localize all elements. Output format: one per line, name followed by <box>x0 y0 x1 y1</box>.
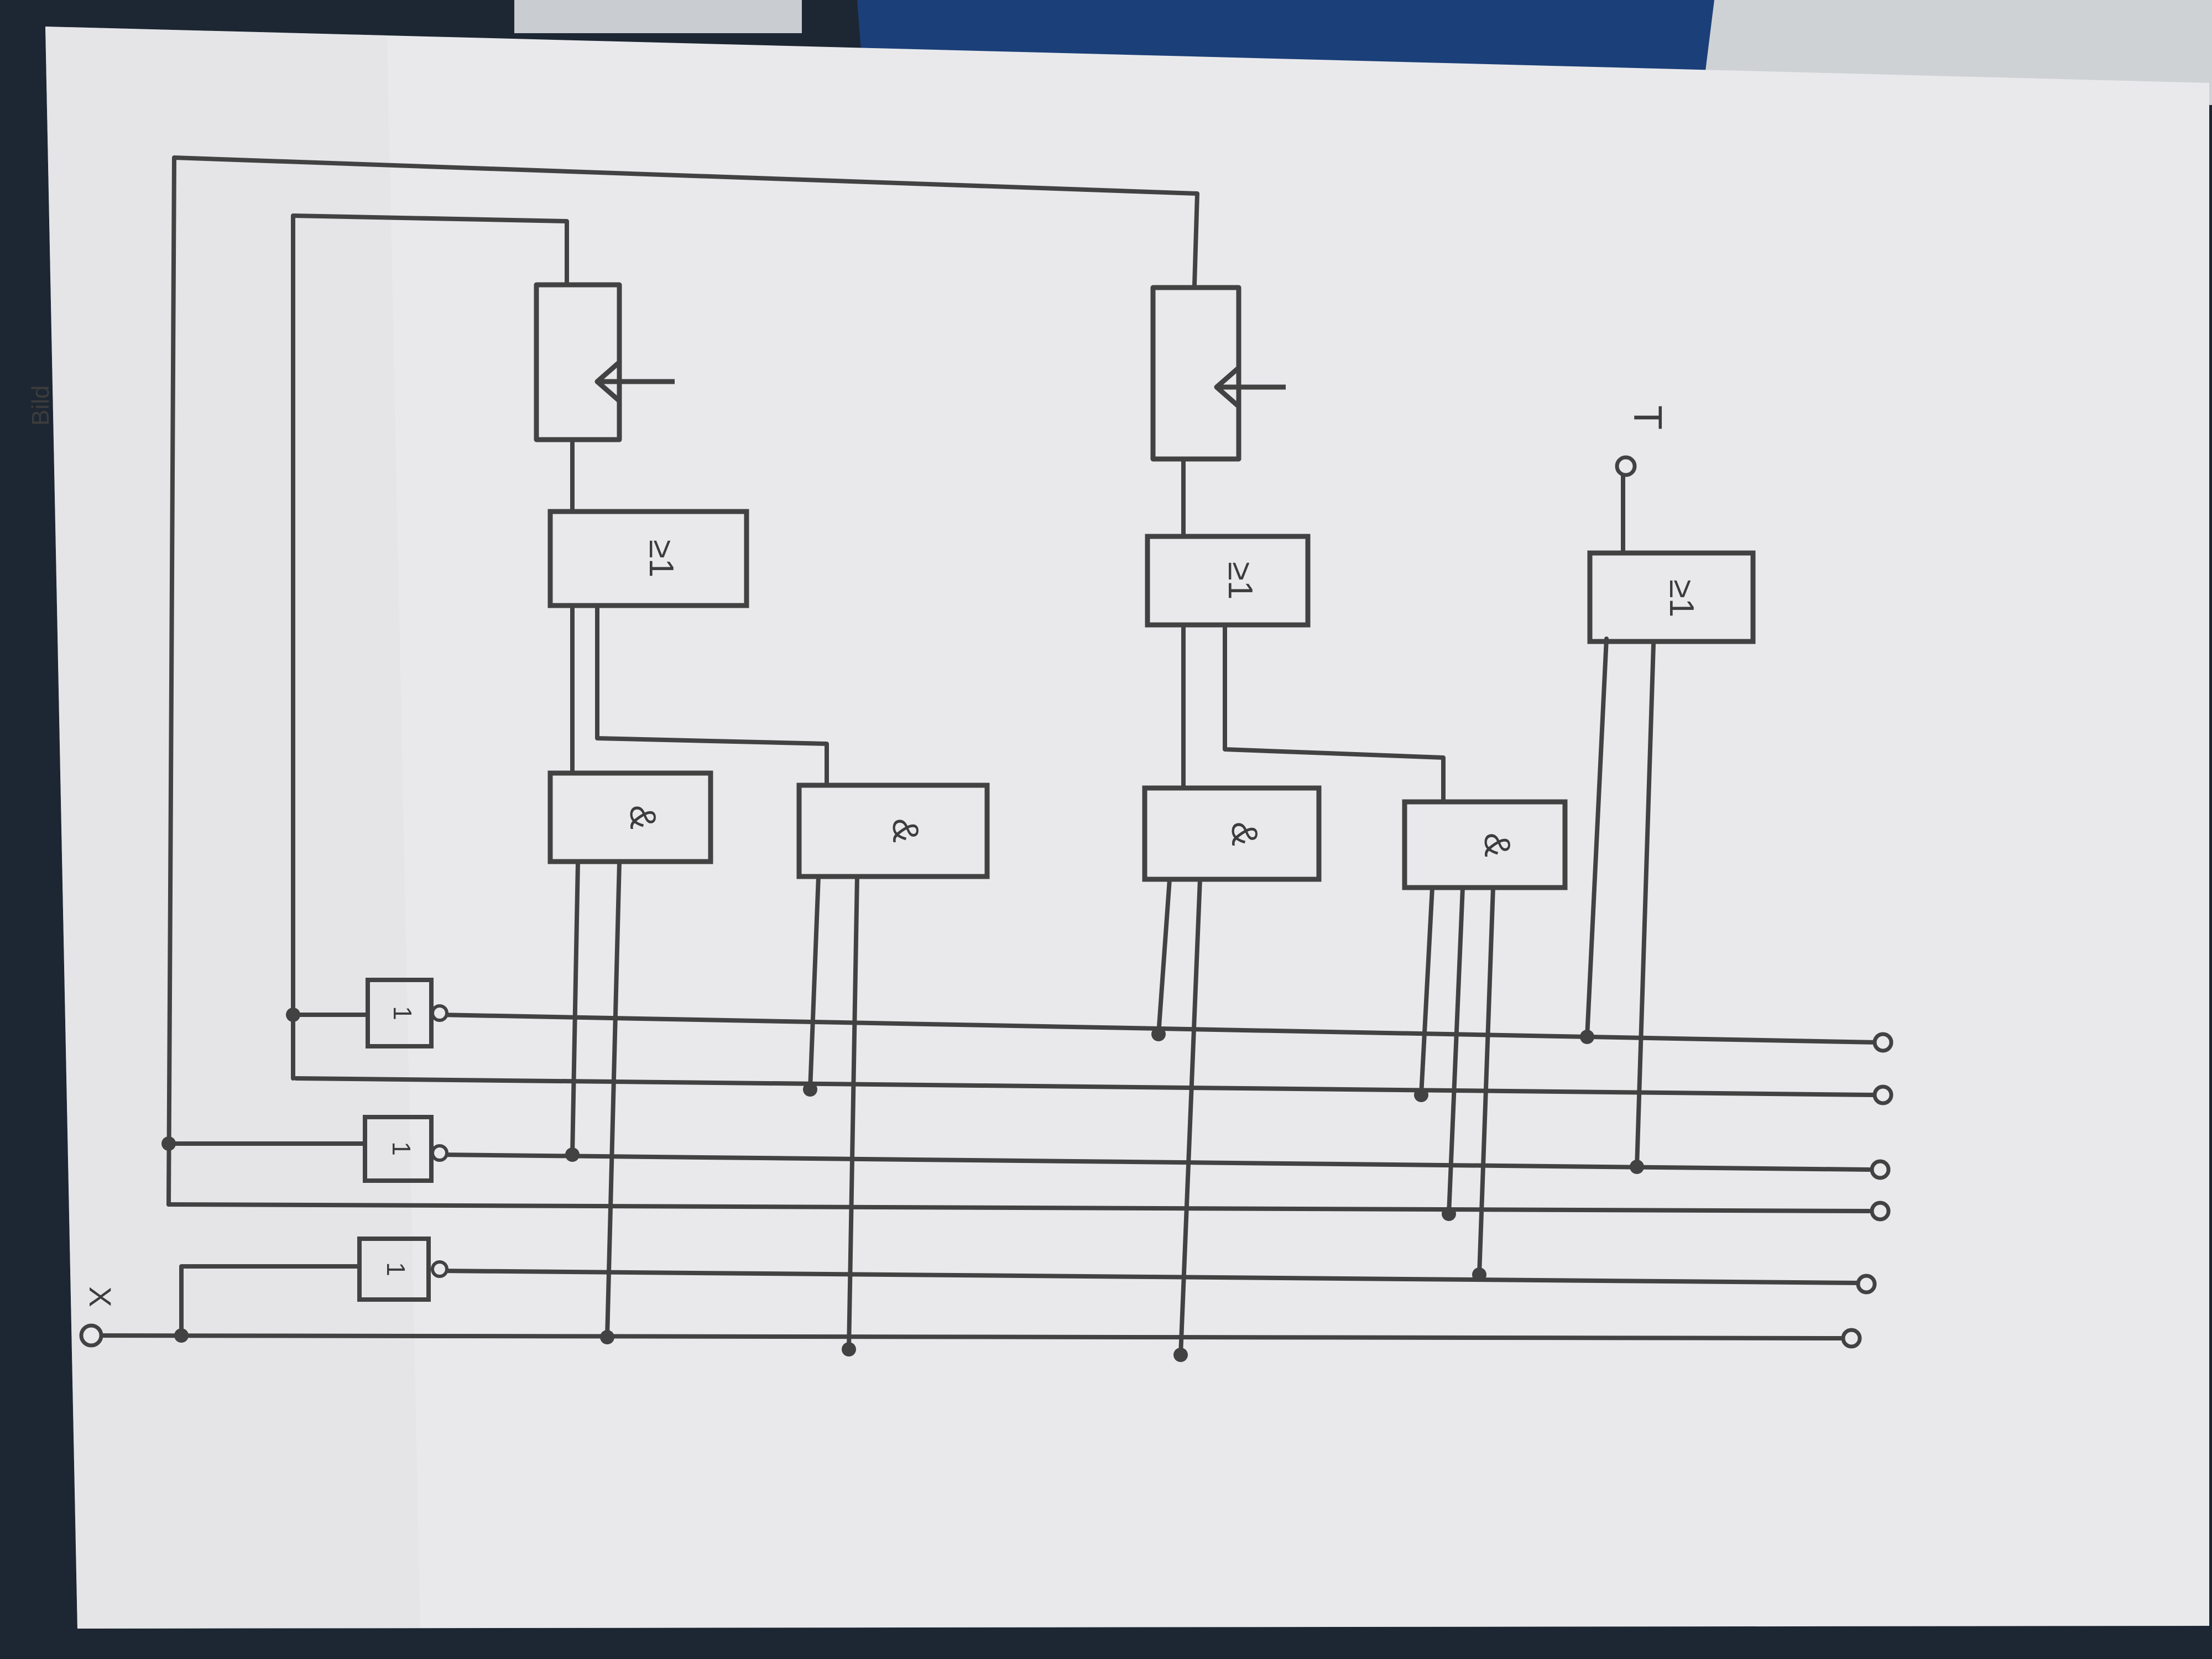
terminal <box>1872 1084 1893 1105</box>
and-gate-1-label: & <box>623 805 664 830</box>
junction-dot <box>842 1342 856 1357</box>
wire-or3-in-a <box>1585 637 1609 1039</box>
or-gate-1-label: ≥1 <box>642 540 680 578</box>
flip-flop-2 <box>1150 285 1286 462</box>
not-gate-3-label: 1 <box>382 1262 410 1276</box>
and-gate-2: & <box>796 782 990 879</box>
or-gate-2-label: ≥1 <box>1221 562 1259 600</box>
paper-sheet <box>45 27 2209 1629</box>
input-label-x: X <box>83 1286 118 1307</box>
wire-and1-in-b <box>605 860 622 1339</box>
and-gate-2-label: & <box>885 818 926 843</box>
note-pad-edge <box>514 0 802 33</box>
terminal <box>1870 1201 1891 1222</box>
not-gate-3: 1 <box>357 1237 448 1302</box>
junction-dots <box>161 1008 1644 1362</box>
and-gate-3-label: & <box>1224 822 1265 846</box>
wire-and2-in-a <box>808 874 821 1092</box>
wire-and4-in-c <box>1477 885 1495 1277</box>
feedback-loop-inner <box>291 213 569 1081</box>
terminal <box>1872 1032 1893 1053</box>
junction-dot <box>803 1082 817 1097</box>
wire-and3-in-a <box>1156 877 1172 1036</box>
wire-and2-in-b <box>847 874 859 1352</box>
wire-or1-and2 <box>595 603 829 787</box>
junction-dot <box>1442 1207 1456 1221</box>
bus-line-q2 <box>294 1076 1877 1097</box>
wire-and3-in-b <box>1178 877 1202 1357</box>
and-gates: & & & & <box>547 770 1568 890</box>
or-gate-1: ≥1 <box>547 509 749 608</box>
terminal <box>1856 1274 1877 1295</box>
junction-dot <box>286 1008 300 1022</box>
edge-note: Bild <box>27 385 54 426</box>
not-gates: 1 1 1 <box>357 978 448 1302</box>
paper-shading <box>45 27 420 1629</box>
terminal <box>1870 1159 1891 1180</box>
wire-and4-in-a <box>1419 885 1434 1097</box>
not-gate-2: 1 <box>363 1115 448 1183</box>
junction-dot <box>1414 1088 1428 1102</box>
or-gate-3-label: ≥1 <box>1662 580 1700 618</box>
wire-x-to-not <box>179 1264 362 1338</box>
junction-dot <box>1580 1030 1594 1044</box>
or-gates: ≥1 ≥1 ≥1 <box>547 509 1756 644</box>
and-gate-1: & <box>547 770 713 864</box>
terminal <box>1841 1328 1862 1349</box>
junction-dot <box>174 1328 189 1343</box>
and-gate-4-label: & <box>1477 833 1518 857</box>
bus-line-x <box>89 1333 1846 1340</box>
or-gate-3: ≥1 <box>1587 550 1756 644</box>
flip-flops <box>534 282 1286 462</box>
bus-line-not-x <box>437 1269 1863 1285</box>
junction-dot <box>565 1147 580 1162</box>
and-gate-3: & <box>1142 785 1322 882</box>
junction-dot <box>1630 1160 1644 1174</box>
junction-dot <box>600 1330 614 1344</box>
not-gate-2-label: 1 <box>387 1141 416 1156</box>
junction-dot <box>1173 1348 1188 1362</box>
junction-dot <box>1472 1267 1486 1282</box>
output-terminal-t <box>1615 455 1637 477</box>
and-gate-4: & <box>1402 799 1568 890</box>
junction-dot <box>1151 1027 1166 1041</box>
feedback-loop-outer <box>166 155 1199 1207</box>
wire-or3-in-b <box>1635 642 1656 1169</box>
flip-flop-1 <box>534 282 675 442</box>
output-label-t: T <box>1625 405 1670 430</box>
bus-line-q1 <box>166 1202 1871 1213</box>
wire-and1-in-a <box>570 860 580 1157</box>
wire-and4-in-b <box>1447 885 1465 1216</box>
output-terminals <box>79 455 1893 1349</box>
wire-or2-and4 <box>1223 623 1446 804</box>
input-terminal-x <box>79 1323 103 1348</box>
or-gate-2: ≥1 <box>1145 534 1311 628</box>
not-gate-1-label: 1 <box>388 1006 417 1020</box>
junction-dot <box>161 1136 176 1151</box>
not-gate-1: 1 <box>366 978 448 1048</box>
